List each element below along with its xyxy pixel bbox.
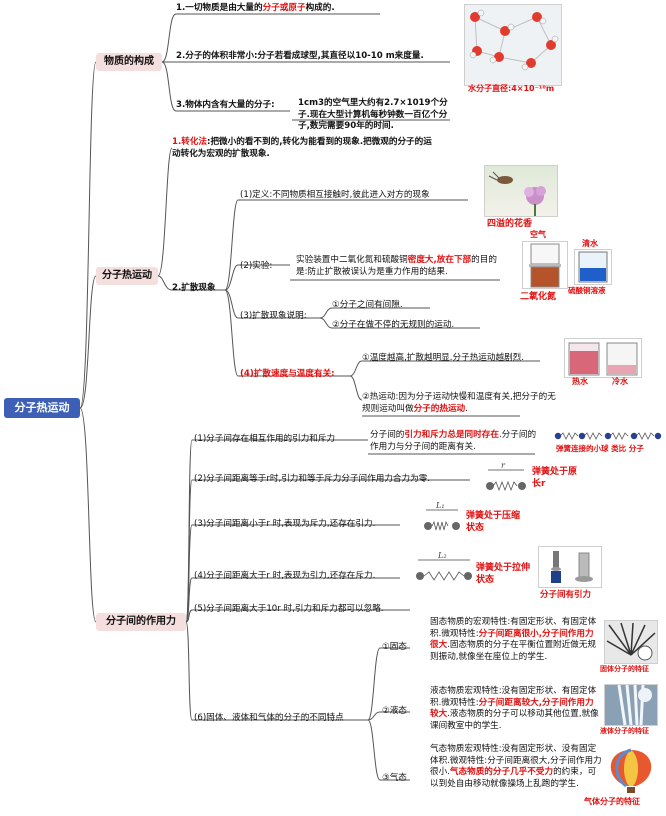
conversion-method: 1.转化法:把微小的看不到的,转化为能看到的现象.把微观的分子的运动转化为宏观的…: [172, 137, 434, 160]
force-point-6: (6)固体、液体和气体的分子的不同特点: [194, 713, 344, 723]
force-point-2: (2)分子间距离等于r时,引力和等于斥力分子间作用力合力为零.: [194, 474, 431, 484]
hot-water-caption: 热水: [572, 377, 588, 386]
experiment-label: (2)实验:: [240, 261, 273, 271]
solid-pre: 固态物质的宏观特性:有固定形状、有固定体积.微观特性:: [430, 617, 597, 639]
solid-caption: 固体分子的特征: [600, 665, 649, 673]
category-structure[interactable]: 物质的构成: [96, 53, 162, 71]
svg-text:L₁: L₁: [435, 502, 445, 510]
structure-item-1-pre: 1.一切物质是由大量的: [176, 3, 263, 13]
structure-item-3-label: 3.物体内含有大量的分子:: [176, 100, 275, 110]
no2-experiment-image: [522, 241, 568, 289]
lead-cylinder-image: [538, 546, 602, 588]
structure-item-1-post: 构成的.: [305, 3, 335, 13]
force-point-4: (4)分子间距离大于r 时,表现为引力,还存在斥力.: [194, 571, 376, 581]
force-point-5: (5)分子间距离大于10r 时,引力和斥力都可以忽略.: [194, 604, 384, 614]
cuso4-caption: 硫酸铜溶液: [568, 286, 606, 295]
auditorium-icon: [606, 622, 656, 661]
force-point-1-highlight: 引力和斥力总是同时存在: [404, 430, 499, 440]
temperature-point-2-post: .: [465, 403, 468, 414]
experiment-detail: 实验装置中二氧化氮和硫酸铜密度大,放在下部的目的是:防止扩散被误认为是重力作用的…: [296, 255, 501, 278]
experiment-post: 的目的是:防止扩散被误认为是重力作用的结果.: [296, 255, 497, 277]
spring-analogy-caption: 弹簧连接的小球 类比 分子: [556, 444, 644, 453]
hot-cold-water-image: [564, 338, 642, 378]
gas-image: [602, 748, 660, 794]
structure-item-3-detail: 1cm3的空气里大约有2.7×1019个分子.现在大型计算机每秒钟数一百亿个分子…: [298, 98, 448, 131]
experiment-highlight: 密度大,放在下部: [407, 255, 472, 265]
spring-compressed-icon: L₁: [424, 502, 460, 531]
explain-label: (3)扩散现象说明:: [240, 311, 307, 321]
water-molecule-lattice-icon: [469, 9, 559, 71]
spring-stretched-icon: L₂: [416, 552, 472, 581]
two-beakers-icon: [568, 342, 638, 376]
temperature-point-2-pre: ②热运动:因为分子运动快慢和温度有关,把分子的无规则运动叫做: [362, 392, 556, 414]
root-node[interactable]: 分子热运动: [4, 398, 80, 418]
liquid-post: .液态物质的分子可以移动其他位置,就像课间教室中的学生.: [430, 709, 599, 731]
r-label-icon: r: [501, 462, 506, 470]
experiment-pre: 实验装置中二氧化氮和硫酸铜: [296, 255, 408, 265]
gas-detail: 气态物质宏观特性:没有固定形状、没有固定体积.微观特性:分子间距离很大,分子间作…: [430, 744, 602, 790]
hot-air-balloon-icon: [610, 748, 652, 793]
spring-original-length-icon: r: [486, 462, 526, 492]
gas-pre: 气态物质宏观特性:没有固定形状、没有固定体积.微观特性:分子间距离很大,分子间作…: [430, 744, 602, 777]
gas-highlight: 气态物质的分子几乎不受力: [449, 767, 554, 777]
structure-item-1-highlight: 分子或原子: [262, 3, 306, 13]
spring-original-caption: 弹簧处于原长r: [532, 467, 578, 489]
no2-caption: 二氧化氮: [520, 292, 557, 302]
spring-compressed-caption: 弹簧处于压缩状态: [466, 511, 521, 533]
liquid-highlight: 分子间距离较大,分子间作用力较大: [430, 697, 594, 720]
spring-stretched-caption: 弹簧处于拉伸状态: [476, 563, 531, 585]
liquid-pre: 液态物质宏观特性:没有固定形状、有固定体积.微观特性:: [430, 686, 597, 708]
flower-scent-image: [484, 165, 558, 217]
cuso4-experiment-image: [574, 249, 612, 285]
diffusion-label: 2.扩散现象: [172, 283, 216, 293]
diffusion-definition: (1)定义:不同物质相互接触时,彼此进入对方的现象: [240, 190, 430, 200]
liquid-label: ②液态: [382, 706, 407, 716]
solid-post: .固态物质的分子在平衡位置附近做无规则振动,就像坐在座位上的学生.: [430, 640, 597, 662]
conversion-method-title: 1.转化法: [172, 137, 208, 147]
force-point-1-pre: 分子间的: [370, 430, 405, 440]
explain-motion: ②分子在做不停的无规则的运动.: [332, 320, 455, 330]
gas-caption: 气体分子的特征: [584, 797, 640, 806]
force-point-1-detail: 分子间的引力和斥力总是同时存在.分子间的作用力与分子间的距离有关.: [370, 430, 540, 453]
solid-detail: 固态物质的宏观特性:有固定形状、有固定体积.微观特性:分子间距离很小,分子间作用…: [430, 617, 602, 663]
waterfall-icon: [605, 685, 657, 725]
liquid-caption: 液体分子的特征: [600, 727, 649, 735]
explain-gap: ①分子之间有间隙.: [332, 300, 403, 310]
structure-item-1: 1.一切物质是由大量的分子或原子构成的.: [176, 3, 476, 15]
svg-text:L₂: L₂: [437, 552, 447, 560]
beaker-icon: [578, 251, 608, 283]
category-intermolecular-force[interactable]: 分子间的作用力: [96, 613, 186, 631]
force-point-3: (3)分子间距离小于r 时,表现为斥力,还存在引力.: [194, 519, 376, 529]
category-thermal-motion[interactable]: 分子热运动: [96, 267, 158, 285]
cold-water-caption: 冷水: [612, 377, 628, 386]
structure-item-2: 2.分子的体积非常小:分子若看成球型,其直径以10-10 m来度量.: [176, 51, 424, 61]
solid-image: [604, 620, 658, 664]
conversion-method-text: :把微小的看不到的,转化为能看到的现象.把微观的分子的运动转化为宏观的扩散现象.: [172, 137, 432, 159]
force-point-1: (1)分子间存在相互作用的引力和斥力: [194, 434, 336, 444]
temperature-label: (4)扩散速度与温度有关:: [240, 369, 335, 379]
liquid-detail: 液态物质宏观特性:没有固定形状、有固定体积.微观特性:分子间距离较大,分子间作用…: [430, 686, 602, 732]
lead-cylinder-caption: 分子间有引力: [540, 590, 592, 600]
spring-balls-icon: [554, 432, 662, 440]
force-point-1-post: .分子间的作用力与分子间的距离有关.: [370, 430, 537, 452]
air-caption: 空气: [530, 230, 546, 239]
temperature-point-2-highlight: 分子的热运动: [413, 403, 466, 414]
water-molecule-image: [464, 4, 562, 86]
gas-post: 的约束，可以到处自由移动就像操场上乱跑的学生.: [430, 767, 597, 789]
solid-label: ①固态: [382, 642, 407, 652]
water-molecule-caption: 水分子直径:4×10⁻¹⁰m: [468, 84, 555, 93]
gas-label: ③气态: [382, 773, 407, 783]
solid-highlight: 分子间距离很小,分子间作用力很大: [430, 628, 594, 651]
liquid-image: [604, 684, 658, 726]
gas-jars-icon: [529, 243, 561, 288]
lead-cylinders-icon: [551, 551, 593, 583]
water-caption: 清水: [582, 239, 598, 248]
temperature-point-2: ②热运动:因为分子运动快慢和温度有关,把分子的无规则运动叫做分子的热运动.: [362, 392, 562, 415]
flower-hummingbird-icon: [488, 171, 546, 216]
temperature-point-1: ①温度越高,扩散越明显.分子热运动越剧烈.: [362, 353, 524, 363]
flower-scent-caption: 四溢的花香: [487, 219, 533, 229]
